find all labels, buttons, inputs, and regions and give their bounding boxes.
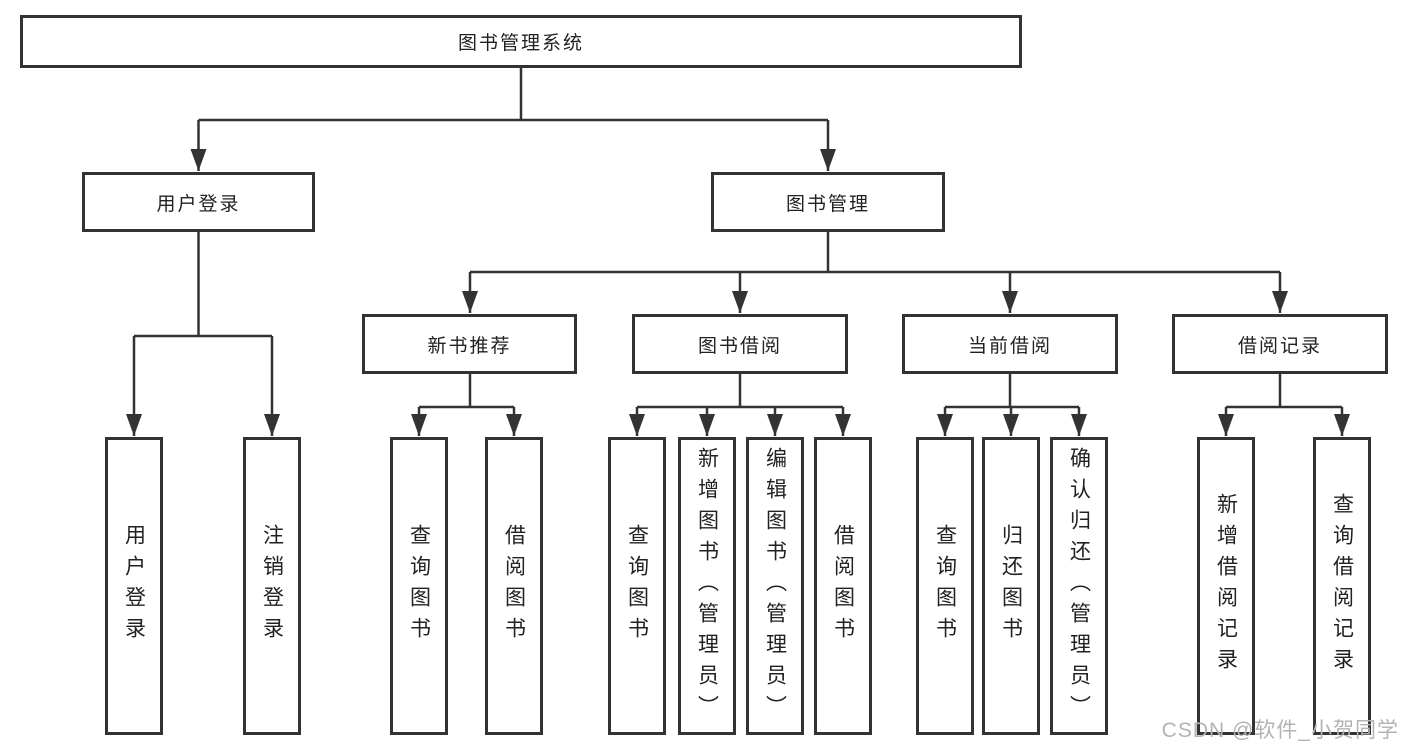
leaf-recommend-query-book-label: 查询图书 [407, 524, 431, 648]
csdn-watermark: CSDN @软件_小贺同学 [1161, 719, 1399, 742]
leaf-add-borrow-record-label: 新增借阅记录 [1214, 493, 1238, 679]
leaf-return-book: 归还图书 [982, 437, 1040, 735]
leaf-logout: 注销登录 [243, 437, 301, 735]
leaf-borrow-query-book: 查询图书 [608, 437, 666, 735]
leaf-recommend-query-book: 查询图书 [390, 437, 448, 735]
leaf-query-borrow-record-label: 查询借阅记录 [1330, 493, 1354, 679]
leaf-edit-book-admin: 编辑图书（管理员） [746, 437, 804, 735]
node-book-borrow: 图书借阅 [632, 314, 848, 374]
leaf-return-book-label: 归还图书 [999, 524, 1023, 648]
node-new-book-recommend: 新书推荐 [362, 314, 577, 374]
node-root-system: 图书管理系统 [20, 15, 1022, 68]
leaf-edit-book-admin-label: 编辑图书（管理员） [763, 446, 787, 726]
leaf-add-book-admin: 新增图书（管理员） [678, 437, 736, 735]
node-book-borrow-label: 图书借阅 [697, 335, 782, 357]
leaf-query-borrow-record: 查询借阅记录 [1313, 437, 1371, 735]
leaf-add-borrow-record: 新增借阅记录 [1197, 437, 1255, 735]
node-book-management-label: 图书管理 [785, 193, 870, 215]
leaf-user-login: 用户登录 [105, 437, 163, 735]
leaf-confirm-return-admin-label: 确认归还（管理员） [1067, 446, 1091, 726]
node-current-borrow: 当前借阅 [902, 314, 1118, 374]
leaf-logout-label: 注销登录 [260, 524, 284, 648]
node-current-borrow-label: 当前借阅 [967, 335, 1052, 357]
leaf-user-login-label: 用户登录 [122, 524, 146, 648]
leaf-current-query-book: 查询图书 [916, 437, 974, 735]
leaf-borrow-book-label: 借阅图书 [831, 524, 855, 648]
node-user-login-label: 用户登录 [156, 193, 241, 215]
leaf-borrow-query-book-label: 查询图书 [625, 524, 649, 648]
node-root-label: 图书管理系统 [457, 33, 584, 54]
leaf-recommend-borrow-book-label: 借阅图书 [502, 524, 526, 648]
node-borrow-records-label: 借阅记录 [1237, 335, 1322, 357]
node-new-book-recommend-label: 新书推荐 [427, 335, 512, 357]
leaf-add-book-admin-label: 新增图书（管理员） [695, 446, 719, 726]
leaf-current-query-book-label: 查询图书 [933, 524, 957, 648]
leaf-recommend-borrow-book: 借阅图书 [485, 437, 543, 735]
node-book-management: 图书管理 [711, 172, 945, 232]
leaf-confirm-return-admin: 确认归还（管理员） [1050, 437, 1108, 735]
node-user-login: 用户登录 [82, 172, 315, 232]
leaf-borrow-book: 借阅图书 [814, 437, 872, 735]
node-borrow-records: 借阅记录 [1172, 314, 1388, 374]
